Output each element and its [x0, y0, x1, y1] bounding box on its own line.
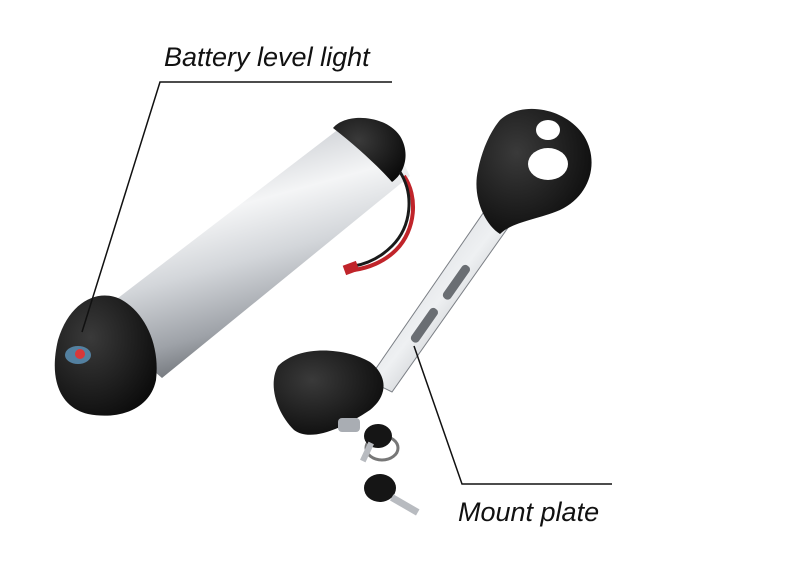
cradle-hole-1: [536, 120, 560, 140]
mount-slot-upper: [442, 264, 470, 300]
lock-barrel: [338, 418, 360, 432]
power-cable-red: [353, 174, 415, 272]
mount-plate: [367, 205, 513, 393]
key-icon: [360, 424, 392, 463]
lower-holder-lock: [273, 350, 384, 435]
mount-plate-label: Mount plate: [458, 497, 600, 527]
battery-level-light-label: Battery level light: [164, 42, 370, 72]
power-connector: [342, 260, 360, 276]
battery-pack: [54, 117, 415, 416]
keys: [360, 424, 420, 516]
power-button-icon: [75, 349, 85, 359]
key-icon: [364, 474, 420, 516]
mount-slot-lower: [410, 307, 438, 343]
power-cable-black: [353, 171, 411, 268]
callout-line-battery: [81, 81, 392, 333]
mount-assembly: [273, 108, 592, 435]
battery-top-cap: [333, 117, 406, 182]
battery-body: [92, 128, 410, 378]
callout-line-mount: [413, 345, 612, 485]
cradle-hole-2: [528, 148, 568, 180]
battery-bottom-cap: [54, 295, 157, 416]
